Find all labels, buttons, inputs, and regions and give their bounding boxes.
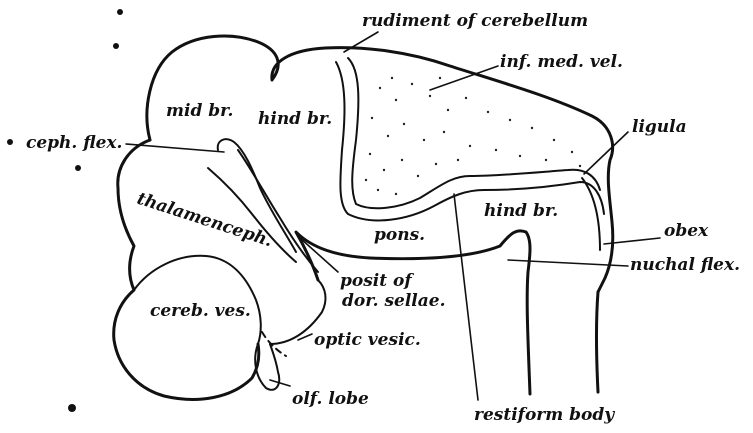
leader-ligula — [584, 132, 628, 174]
label-dor-sellae: dor. sellae. — [342, 291, 446, 311]
velum-inner-line — [348, 58, 600, 208]
labels: rudiment of cerebellum inf. med. vel. li… — [26, 11, 740, 425]
label-posit-of: posit of — [340, 271, 414, 291]
label-restiform-body: restiform body — [474, 405, 615, 425]
label-ligula: ligula — [632, 117, 687, 137]
label-rudiment-of-cerebellum: rudiment of cerebellum — [362, 11, 588, 31]
label-optic-vesic: optic vesic. — [314, 330, 421, 350]
label-ceph-flex: ceph. flex. — [26, 133, 122, 153]
label-cereb-ves: cereb. ves. — [150, 301, 251, 321]
velum-stipple — [365, 77, 581, 195]
label-nuchal-flex: nuchal flex. — [630, 255, 740, 275]
label-olf-lobe: olf. lobe — [292, 389, 369, 409]
velum-outer-line — [336, 62, 604, 220]
stray-dots — [7, 9, 123, 412]
fourth-ventricle-roof — [336, 58, 604, 250]
label-pons: pons. — [374, 225, 425, 245]
leader-restiform-body — [454, 194, 478, 400]
label-inf-med-vel: inf. med. vel. — [500, 52, 623, 72]
label-mid-br: mid br. — [166, 101, 233, 121]
brain-floor — [296, 231, 530, 394]
label-thalamenceph: thalamenceph. — [134, 189, 274, 252]
outer-brain-contour — [147, 36, 613, 292]
cerebral-vesicle-boundary — [134, 256, 261, 344]
medulla-back-wall — [597, 292, 599, 392]
restiform-fold — [582, 178, 600, 250]
label-obex: obex — [664, 221, 709, 241]
leader-ceph-flex — [126, 144, 224, 152]
label-hind-br-upper: hind br. — [258, 109, 332, 129]
label-hind-br-lower: hind br. — [484, 201, 558, 221]
